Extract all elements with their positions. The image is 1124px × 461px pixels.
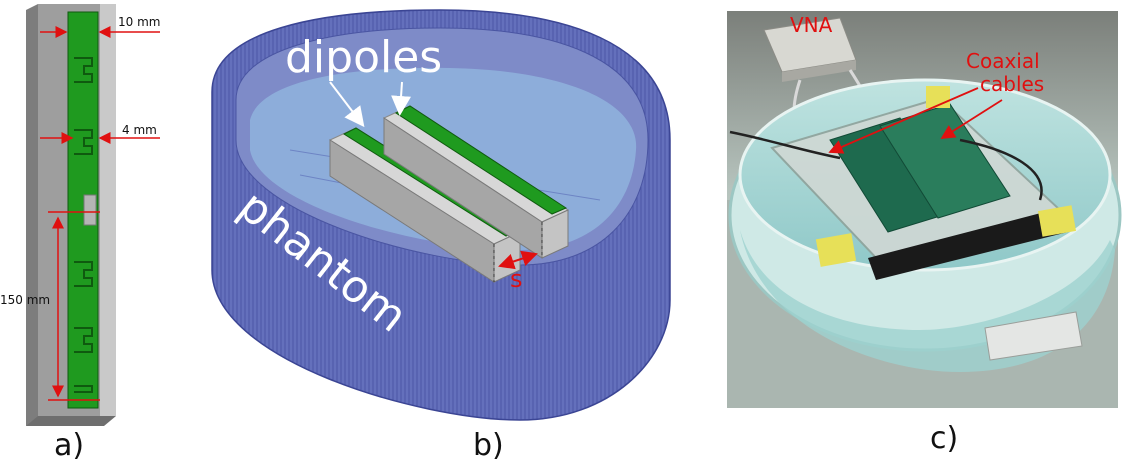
black-cable [729,130,841,160]
meander-2 [74,129,93,155]
substrate-face [100,4,116,416]
meander-3 [74,261,93,287]
dim-length-label: 150 mm [0,293,50,307]
meander-5 [74,385,93,393]
dipoles-label: dipoles [285,32,442,83]
meander-1 [74,57,93,83]
panel-c-label: c) [930,421,958,456]
front-tag [984,311,1083,361]
panel-c: VNA Coaxial cables c) [727,11,1122,456]
dim-gap-label: 4 mm [122,123,157,137]
panel-a: 10 mm 4 mm 150 mm a) [0,4,160,461]
coax-arrow-1 [828,87,979,154]
dipoles-arrow-1 [329,81,365,128]
clip-2 [1038,205,1076,237]
coax-label-line1: Coaxial [966,49,1040,73]
panel-a-label: a) [54,428,84,461]
black-cable-2 [959,138,1043,201]
meander-4 [74,327,93,353]
substrate-side [26,4,38,426]
panel-b: dipoles phantom s b) [211,9,671,461]
panel-b-label: b) [473,428,504,461]
vna-front [782,60,856,82]
coax-arrow-2 [940,99,1003,139]
photo-dipole-2 [879,103,1011,219]
vna-label: VNA [790,13,833,37]
dim-width-label: 10 mm [118,15,160,29]
substrate-bottom [26,416,116,426]
spacing-label: s [510,265,523,293]
clip-1 [815,233,857,267]
spacing-arrow [498,250,538,270]
feed-gap [83,194,97,226]
coax-label-line2: cables [980,72,1044,96]
black-block [868,208,1068,280]
dipoles-arrow-2 [391,81,412,116]
